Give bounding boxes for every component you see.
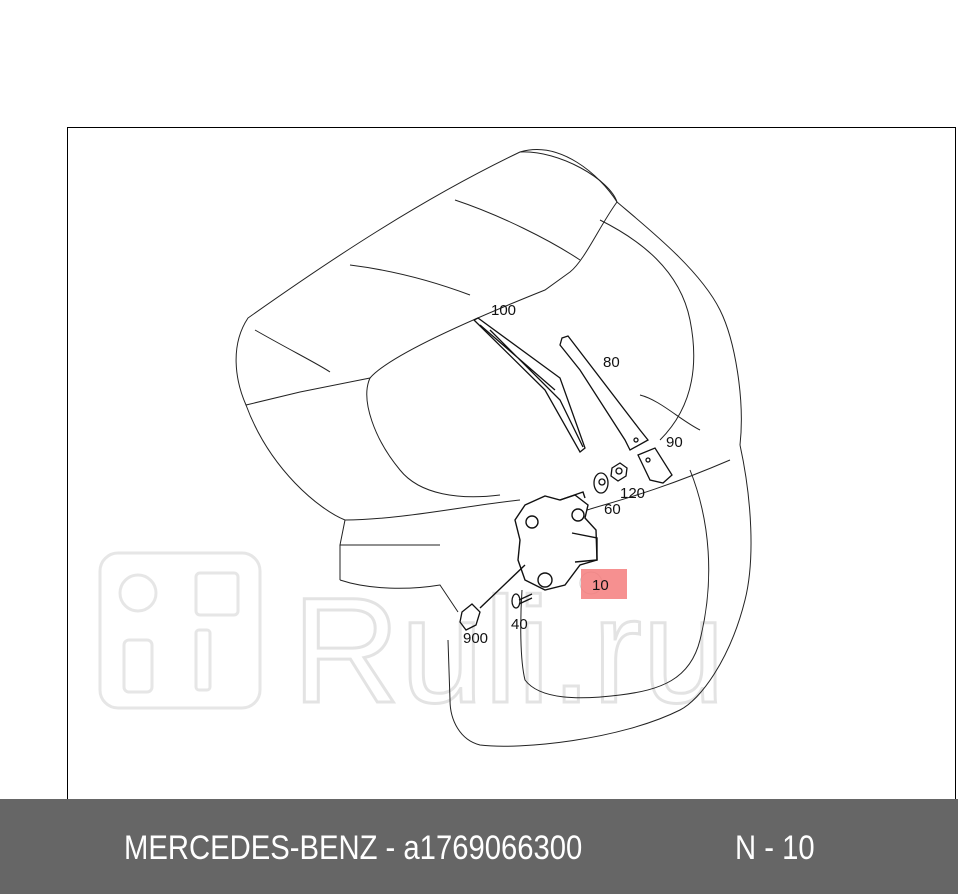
nut-part <box>610 462 628 482</box>
highlight-box <box>581 569 627 599</box>
wiper-arm-part <box>559 335 649 451</box>
tailgate-outline <box>235 149 752 747</box>
watermark-logo-icon <box>98 551 262 710</box>
footer-bar: MERCEDES-BENZ - a1769066300 N - 10 <box>0 799 958 894</box>
diagram-frame <box>67 127 956 799</box>
wiper-blade-part <box>472 317 586 453</box>
callout-900[interactable]: 900 <box>463 630 488 647</box>
callout-120[interactable]: 120 <box>620 485 645 502</box>
watermark: Ruli.ru <box>98 551 727 736</box>
cover-cap-part <box>637 447 673 484</box>
part-info: MERCEDES-BENZ - a1769066300 <box>124 829 583 867</box>
callout-90[interactable]: 90 <box>666 434 683 451</box>
callout-10[interactable]: 10 <box>592 577 609 594</box>
callout-60[interactable]: 60 <box>604 501 621 518</box>
highlight-marker <box>579 569 627 599</box>
callout-80[interactable]: 80 <box>603 354 620 371</box>
washer-part <box>593 472 609 494</box>
callout-40[interactable]: 40 <box>511 616 528 633</box>
watermark-text: Ruli.ru <box>292 566 725 734</box>
parts-diagram: Ruli.ru <box>98 149 752 747</box>
wiper-motor-part <box>479 491 598 609</box>
clip-part <box>459 603 481 631</box>
screw-part <box>511 593 533 609</box>
position-number: N - 10 <box>735 829 815 867</box>
callout-100[interactable]: 100 <box>491 302 516 319</box>
